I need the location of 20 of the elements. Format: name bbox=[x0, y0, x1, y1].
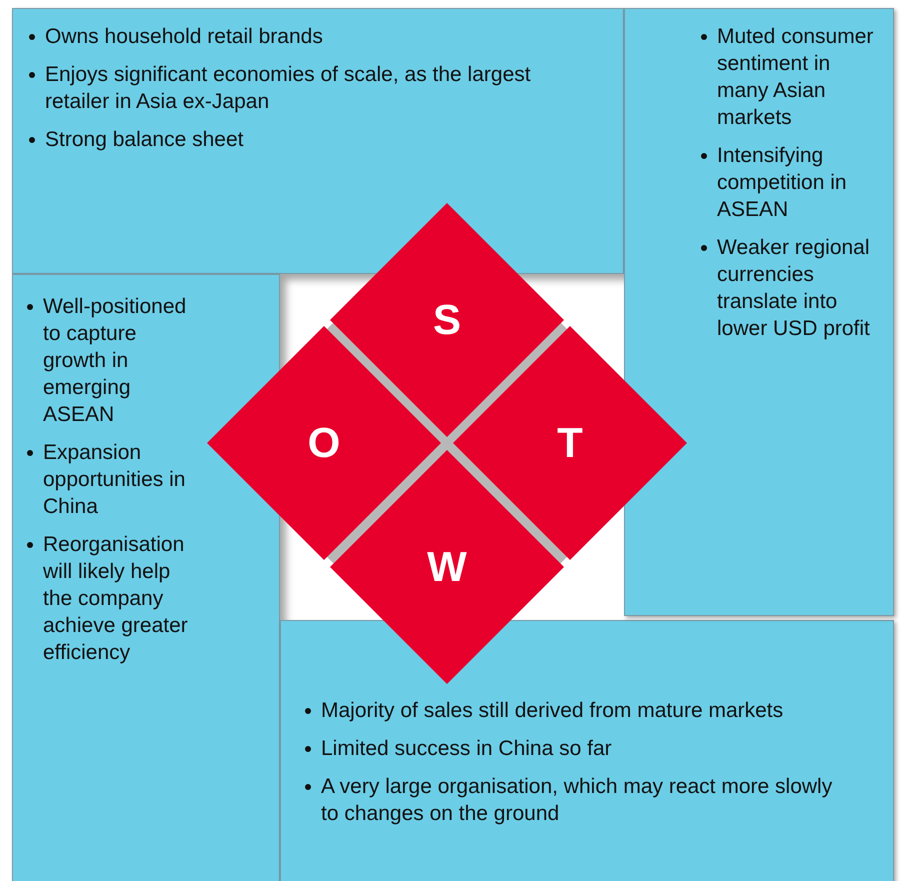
swot-letter: O bbox=[308, 422, 340, 464]
swot-letter: T bbox=[557, 422, 583, 464]
bullet-item: Intensifying competition in ASEAN bbox=[699, 142, 879, 223]
bullet-item: Enjoys significant economies of scale, as the largest retailer in Asia ex-Japan bbox=[27, 61, 593, 115]
bullet-item: Strong balance sheet bbox=[27, 126, 593, 153]
bullet-item: Limited success in China so far bbox=[303, 735, 848, 762]
swot-letter: W bbox=[427, 546, 467, 588]
bullet-item: Weaker regional currencies translate into lower USD profit bbox=[699, 234, 879, 342]
bullet-item: A very large organisation, which may react more slowly to changes on the ground bbox=[303, 773, 848, 827]
text-panel bbox=[12, 274, 280, 881]
bullet-item: Majority of sales still derived from mature markets bbox=[303, 697, 848, 724]
bullet-item: Expansion opportunities in China bbox=[25, 439, 195, 520]
bullet-item: Muted consumer sentiment in many Asian markets bbox=[699, 23, 879, 131]
bullet-item: Well-positioned to capture growth in emerging ASEAN bbox=[25, 293, 195, 428]
bullet-item: Owns household retail brands bbox=[27, 23, 593, 50]
text-panel bbox=[12, 8, 624, 274]
text-panel bbox=[280, 620, 894, 881]
text-panel bbox=[624, 8, 894, 616]
swot-letter: S bbox=[432, 299, 461, 341]
bullet-item: Reorganisation will likely help the company achieve greater efficiency bbox=[25, 531, 195, 666]
